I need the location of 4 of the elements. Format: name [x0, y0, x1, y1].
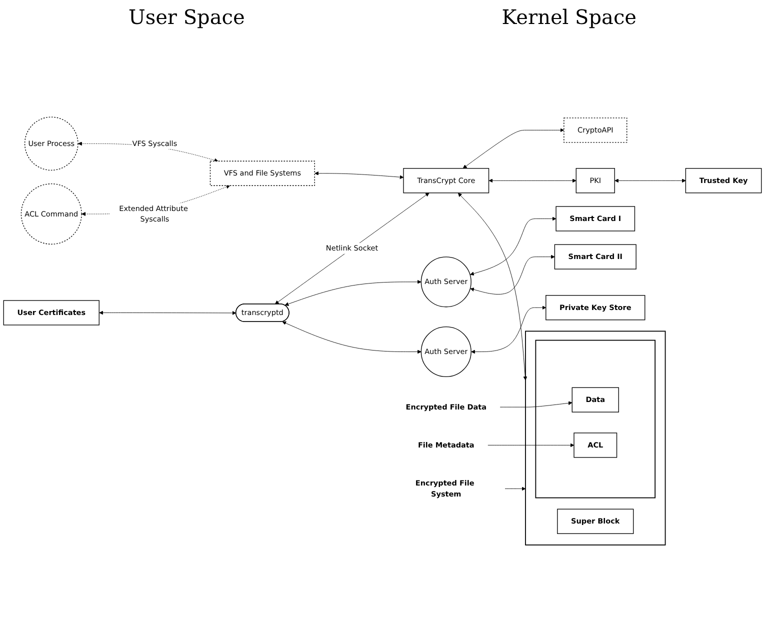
cluster	[535, 340, 656, 498]
region-heading: Kernel Space	[502, 5, 637, 29]
region-heading: User Space	[128, 5, 245, 29]
cluster	[525, 330, 666, 546]
